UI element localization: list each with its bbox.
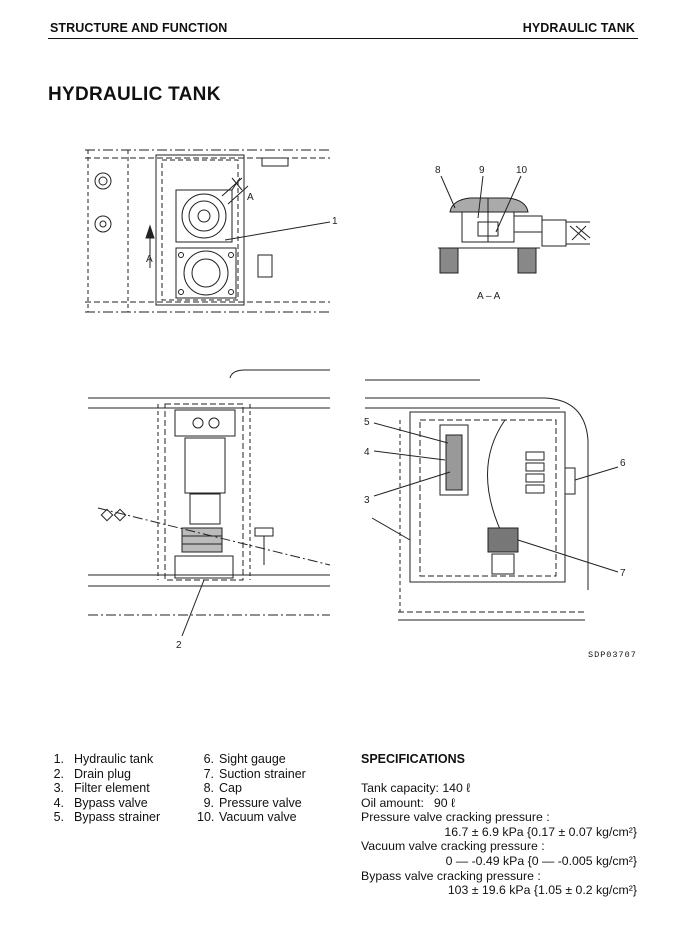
callout-10: 10 [516,165,528,176]
list-item: 8. Cap [197,781,306,796]
list-item: 4. Bypass valve [50,796,160,811]
header-rule [48,38,638,39]
callout-7: 7 [620,568,626,579]
part-label: Cap [219,781,242,796]
callout-8: 8 [435,165,441,176]
list-item: 3. Filter element [50,781,160,796]
part-number: 2. [53,766,64,781]
part-label: Bypass valve [74,795,148,810]
spec-vacuum-value: 0 — -0.49 kPa {0 — -0.005 kg/cm²} [445,853,637,868]
part-label: Suction strainer [219,766,306,781]
list-item: 6. Sight gauge [197,752,306,767]
section-a-a-drawing [438,175,591,274]
part-label: Hydraulic tank [74,752,154,766]
list-item: 1. Hydraulic tank [50,752,160,767]
side-view-drawing [88,369,331,637]
list-item: 10. Vacuum valve [197,810,306,825]
spec-vacuum-label: Vacuum valve cracking pressure : [361,839,545,854]
callout-1: 1 [332,216,338,227]
callout-9: 9 [479,165,485,176]
part-number: 5. [53,810,64,825]
part-number: 1. [53,752,64,766]
spec-label: Tank capacity: [361,781,439,795]
figure-reference-code: SDP03707 [588,650,637,660]
parts-list-right: 6. Sight gauge 7. Suction strainer 8. Cap 9… [197,752,306,825]
part-number: 7. [203,766,214,781]
callout-3: 3 [364,495,370,506]
spec-value: 90 ℓ [433,795,455,810]
parts-list-left: 1. Hydraulic tank 2. Drain plug 3. Filter e… [50,752,161,825]
part-label: Bypass strainer [74,810,161,825]
spec-value: 140 ℓ [442,781,471,795]
callout-5: 5 [364,417,370,428]
part-label: Drain plug [74,766,131,781]
part-label: Pressure valve [219,795,302,810]
part-number: 8. [203,781,214,796]
callout-2: 2 [176,640,182,651]
specifications-heading: SPECIFICATIONS [361,752,465,766]
spec-tank-capacity: Tank capacity: 140 ℓ [361,781,637,796]
header-section-title: STRUCTURE AND FUNCTION [50,21,228,35]
view-marker-a-lower: A [146,254,153,265]
spec-bypass-value: 103 ± 19.6 kPa {1.05 ± 0.2 kg/cm²} [447,883,637,898]
part-number: 10. [197,810,215,825]
list-item: 2. Drain plug [50,767,160,782]
list-item: 7. Suction strainer [197,767,306,782]
front-view-drawing [365,379,619,621]
spec-bypass-label: Bypass valve cracking pressure : [361,868,541,883]
part-number: 6. [203,752,214,766]
specifications-block: Tank capacity: 140 ℓ Oil amount: 90 ℓ Pre… [361,781,637,898]
top-view-drawing [85,149,331,313]
spec-label: Oil amount: [361,795,424,810]
view-marker-a-upper: A [247,192,254,203]
part-number: 3. [53,781,64,796]
spec-pressure-value: 16.7 ± 6.9 kPa {0.17 ± 0.07 kg/cm²} [444,824,637,839]
spec-pressure-label: Pressure valve cracking pressure : [361,810,550,825]
list-item: 5. Bypass strainer [50,810,161,825]
spec-oil-amount: Oil amount: 90 ℓ [361,796,637,811]
list-item: 9. Pressure valve [197,796,306,811]
part-number: 9. [203,795,214,810]
callout-4: 4 [364,447,370,458]
callout-6: 6 [620,458,626,469]
part-label: Vacuum valve [219,810,297,825]
part-label: Filter element [74,781,150,796]
part-label: Sight gauge [219,752,286,766]
page-title: HYDRAULIC TANK [48,84,221,105]
header-page-topic: HYDRAULIC TANK [522,21,635,35]
section-label: A – A [477,291,501,302]
part-number: 4. [53,795,64,810]
